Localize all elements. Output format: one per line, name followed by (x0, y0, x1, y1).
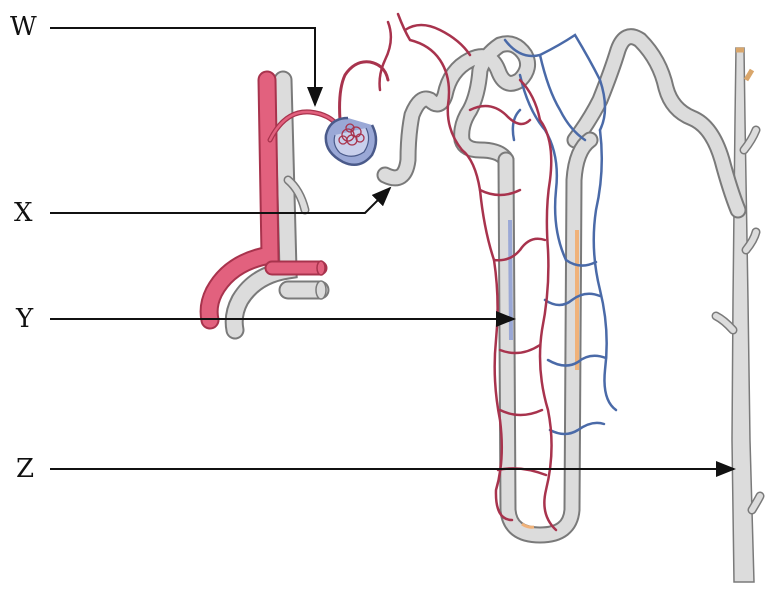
collecting-duct (716, 48, 760, 582)
peritubular-arteries (380, 14, 556, 530)
label-x: X (14, 200, 33, 226)
label-pointers (50, 28, 734, 469)
renal-vein (234, 80, 326, 330)
glomerulus (326, 118, 376, 165)
label-z: Z (16, 456, 34, 482)
label-w: W (10, 14, 37, 40)
pointer-x (50, 188, 390, 213)
label-y: Y (16, 306, 33, 332)
